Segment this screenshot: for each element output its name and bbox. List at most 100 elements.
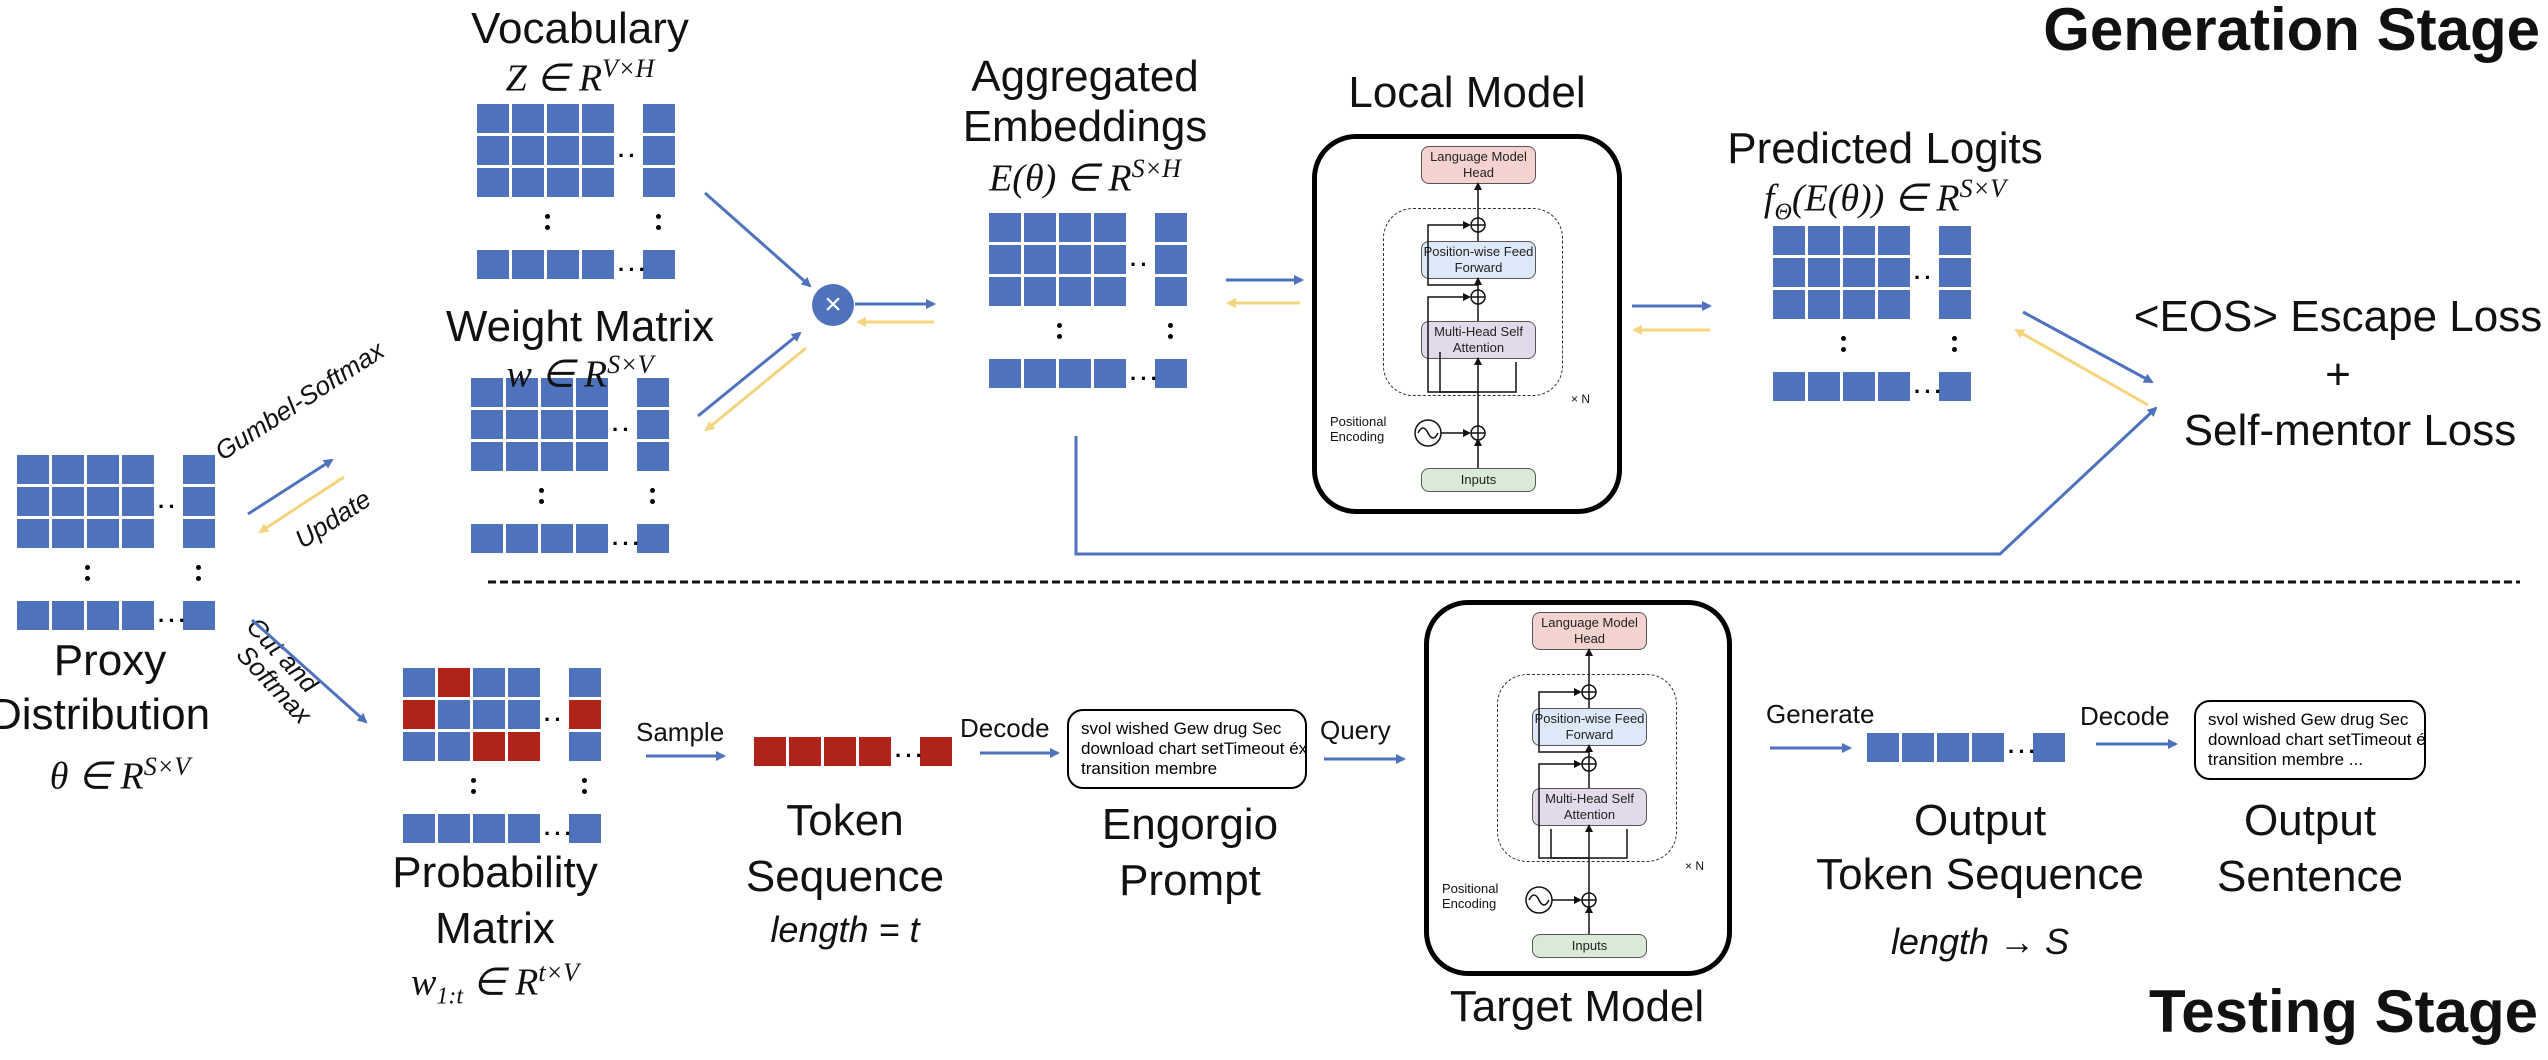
matrix-cell xyxy=(637,442,669,471)
matrix-cell xyxy=(576,442,608,471)
multiply-icon: × xyxy=(824,288,842,321)
matrix-cell xyxy=(541,442,573,471)
weight-matrix-formula: w ∈ RS×V xyxy=(410,350,750,396)
prompt-text-line: transition membre xyxy=(1081,759,1218,779)
predicted-logits-title: Predicted Logits xyxy=(1727,124,2043,173)
matrix-cell xyxy=(512,104,544,133)
local-inputs-block: Inputs xyxy=(1421,468,1536,492)
formula-text: θ ∈ R xyxy=(49,755,144,798)
ellipsis-dots: ·· xyxy=(612,416,633,442)
matrix-cell xyxy=(989,213,1021,242)
probability-formula: w1:t ∈ Rt×V xyxy=(345,958,645,1010)
matrix-cell xyxy=(506,442,538,471)
vocabulary-title: Vocabulary xyxy=(471,4,689,53)
arrow-multiply-to-weight-back xyxy=(704,346,807,432)
matrix-cell xyxy=(508,700,540,729)
matrix-cell xyxy=(471,410,503,439)
matrix-cell xyxy=(477,104,509,133)
matrix-cell xyxy=(52,487,84,516)
vertical-ellipsis xyxy=(539,482,545,510)
ellipsis-dots: ·· xyxy=(618,142,639,168)
matrix-cell xyxy=(1808,290,1840,319)
matrix-cell xyxy=(541,410,573,439)
matrix-cell xyxy=(403,732,435,761)
generate-label: Generate xyxy=(1766,699,1875,729)
token-cell xyxy=(754,737,786,766)
vertical-ellipsis xyxy=(1168,317,1174,345)
matrix-cell xyxy=(569,814,601,843)
formula-superscript: S×H xyxy=(1131,154,1181,183)
token-sequence-length: length = t xyxy=(770,909,920,950)
matrix-cell xyxy=(637,410,669,439)
arrow-loss-to-logits-back xyxy=(2014,328,2149,407)
token-cell xyxy=(2033,733,2065,762)
output-text-line: download chart setTimeout éxhe xyxy=(2208,730,2426,750)
matrix-cell xyxy=(1878,290,1910,319)
proxy-title-line2: Distribution xyxy=(0,690,211,739)
output-tokens-title-line2: Token Sequence xyxy=(1816,850,2144,899)
aggregated-title-line2: Embeddings xyxy=(962,102,1208,151)
matrix-cell xyxy=(637,378,669,407)
matrix-cell xyxy=(183,519,215,548)
matrix-cell xyxy=(1094,277,1126,306)
matrix-cell xyxy=(506,524,538,553)
matrix-cell xyxy=(508,668,540,697)
matrix-cell xyxy=(576,410,608,439)
target-repeat-label: × N xyxy=(1685,859,1705,873)
matrix-cell xyxy=(438,668,470,697)
matrix-cell xyxy=(87,519,119,548)
multiply-node: × xyxy=(812,284,854,326)
target-lm-head-block: Language Model Head xyxy=(1532,612,1647,650)
matrix-cell xyxy=(438,732,470,761)
testing-stage-title: Testing Stage xyxy=(2149,978,2538,1045)
arrow-cut-softmax xyxy=(250,618,368,724)
matrix-cell xyxy=(1878,372,1910,401)
matrix-cell xyxy=(989,359,1021,388)
sample-label: Sample xyxy=(636,717,725,747)
token-sequence-title-line2: Sequence xyxy=(745,852,945,901)
matrix-cell xyxy=(17,519,49,548)
vertical-ellipsis xyxy=(656,208,662,236)
prompt-text-line: download chart setTimeout éxhe xyxy=(1081,739,1307,759)
formula-text: f xyxy=(1763,177,1775,220)
formula-text: w ∈ R xyxy=(506,353,608,396)
matrix-cell xyxy=(643,136,675,165)
local-model-title: Local Model xyxy=(1348,68,1586,117)
matrix-cell xyxy=(17,487,49,516)
ellipsis-dots: ·· xyxy=(544,706,565,732)
output-text-line: svol wished Gew drug Sec xyxy=(2208,710,2409,729)
matrix-cell xyxy=(1939,290,1971,319)
vertical-ellipsis xyxy=(471,772,477,800)
matrix-cell xyxy=(183,455,215,484)
decode-label: Decode xyxy=(960,713,1050,743)
matrix-cell xyxy=(183,601,215,630)
matrix-cell xyxy=(989,277,1021,306)
loss-plus-label: + xyxy=(2325,350,2351,399)
matrix-cell xyxy=(989,245,1021,274)
output-tokens-title-line1: Output xyxy=(1913,796,2047,845)
token-cell xyxy=(1972,733,2004,762)
matrix-cell xyxy=(1773,372,1805,401)
matrix-cell xyxy=(471,378,503,407)
matrix-cell xyxy=(582,136,614,165)
matrix-cell xyxy=(473,814,505,843)
engorgio-prompt-title-line2: Prompt xyxy=(1119,856,1261,905)
formula-subscript: Θ xyxy=(1774,199,1792,226)
aggregated-title-line1: Aggregated xyxy=(971,52,1199,101)
formula-text: ∈ R xyxy=(463,961,539,1004)
matrix-cell xyxy=(1024,277,1056,306)
matrix-cell xyxy=(477,250,509,279)
arrow-vocab-to-multiply xyxy=(704,191,812,288)
matrix-cell xyxy=(471,442,503,471)
target-positional-encoding-label: Positional Encoding xyxy=(1442,881,1499,911)
target-transformer-block-boundary xyxy=(1497,674,1677,862)
arrow-aggregated-skip-to-loss xyxy=(1074,406,2158,556)
arrow-update-to-proxy xyxy=(258,475,345,534)
matrix-cell xyxy=(52,601,84,630)
decode2-label: Decode xyxy=(2080,701,2170,731)
matrix-cell xyxy=(582,104,614,133)
matrix-cell xyxy=(1843,290,1875,319)
matrix-cell xyxy=(1094,245,1126,274)
matrix-cell xyxy=(403,814,435,843)
token-cell xyxy=(920,737,952,766)
